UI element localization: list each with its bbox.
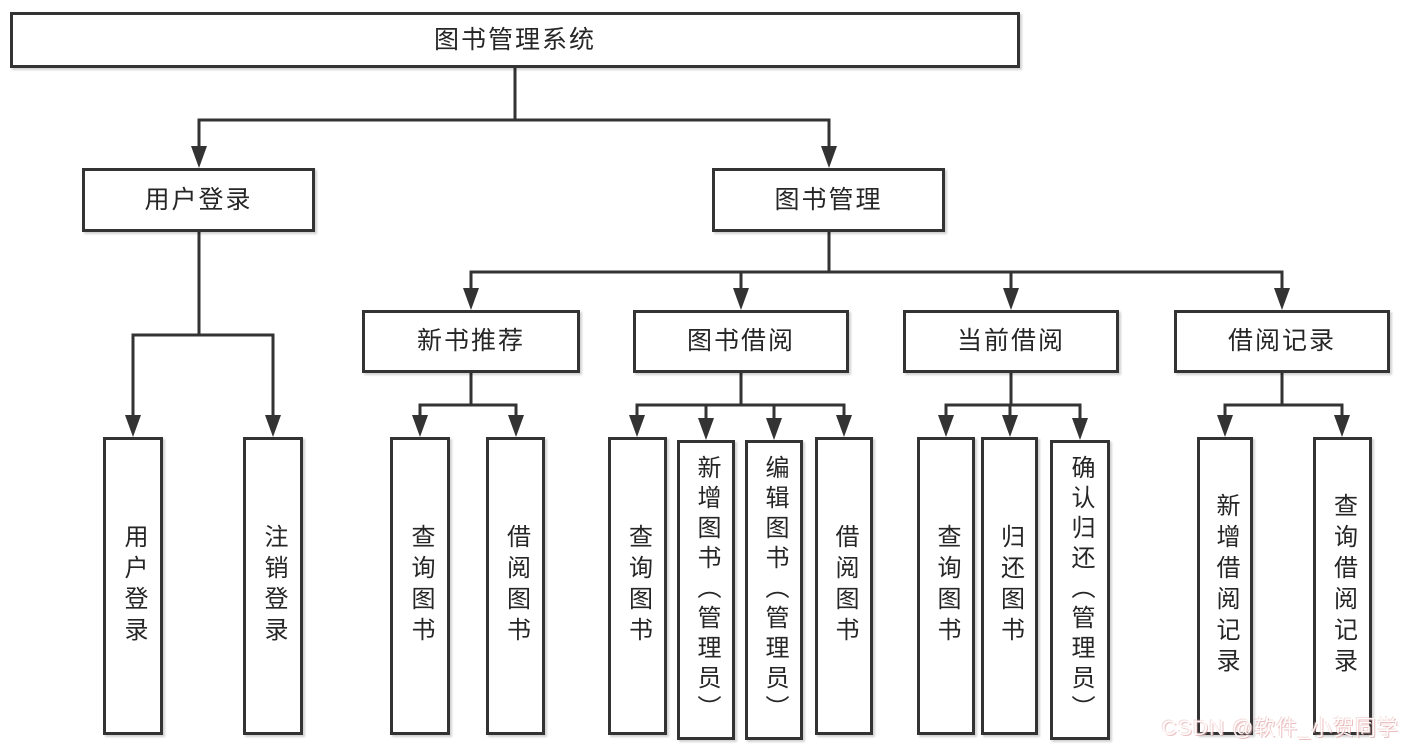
node-label: 借阅图书 (502, 524, 530, 648)
node-label: 注销登录 (260, 524, 287, 648)
node-user-login: 用户登录 (82, 168, 315, 232)
node-label: 图书借阅 (686, 327, 795, 355)
node-label: 新增图书（管理员） (693, 455, 720, 725)
node-cb-confirm-return-admin: 确认归还（管理员） (1050, 440, 1110, 740)
node-bb-add-book-admin: 新增图书（管理员） (677, 440, 735, 740)
node-label: 查询图书 (624, 524, 652, 648)
node-bb-query-book: 查询图书 (608, 437, 667, 735)
node-label: 图书管理系统 (433, 25, 596, 54)
node-leaf-user-login: 用户登录 (103, 437, 163, 735)
node-br-add-record: 新增借阅记录 (1197, 437, 1253, 735)
node-label: 图书管理 (774, 185, 883, 214)
node-rec-query-book: 查询图书 (390, 437, 450, 735)
node-new-book-recommend: 新书推荐 (362, 310, 580, 373)
node-label: 当前借阅 (956, 327, 1065, 355)
arrowhead-icons (125, 146, 1350, 440)
node-root: 图书管理系统 (10, 12, 1020, 68)
node-book-borrowing: 图书借阅 (633, 310, 849, 373)
node-borrow-records: 借阅记录 (1174, 310, 1390, 373)
node-leaf-logout: 注销登录 (243, 437, 303, 735)
node-current-borrowing: 当前借阅 (903, 310, 1119, 373)
node-label: 借阅图书 (831, 524, 858, 648)
node-label: 归还图书 (996, 524, 1024, 648)
node-label: 确认归还（管理员） (1067, 455, 1094, 725)
node-rec-borrow-book: 借阅图书 (486, 437, 545, 735)
watermark: CSDN @软件_小贺同学 (1161, 717, 1399, 740)
node-label: 查询图书 (407, 524, 434, 648)
node-label: 用户登录 (144, 185, 253, 214)
connector-lines (131, 68, 1344, 423)
node-label: 新增借阅记录 (1212, 493, 1239, 679)
node-label: 编辑图书（管理员） (761, 455, 788, 725)
node-label: 查询图书 (933, 524, 960, 648)
node-label: 新书推荐 (416, 327, 525, 355)
node-cb-return-book: 归还图书 (981, 437, 1038, 735)
node-label: 用户登录 (120, 524, 147, 648)
node-br-query-record: 查询借阅记录 (1313, 437, 1372, 735)
node-book-management: 图书管理 (712, 168, 945, 232)
node-cb-query-book: 查询图书 (917, 437, 975, 735)
node-label: 借阅记录 (1227, 327, 1336, 355)
node-bb-edit-book-admin: 编辑图书（管理员） (745, 440, 803, 740)
node-bb-borrow-book: 借阅图书 (815, 437, 873, 735)
node-label: 查询借阅记录 (1329, 493, 1357, 679)
